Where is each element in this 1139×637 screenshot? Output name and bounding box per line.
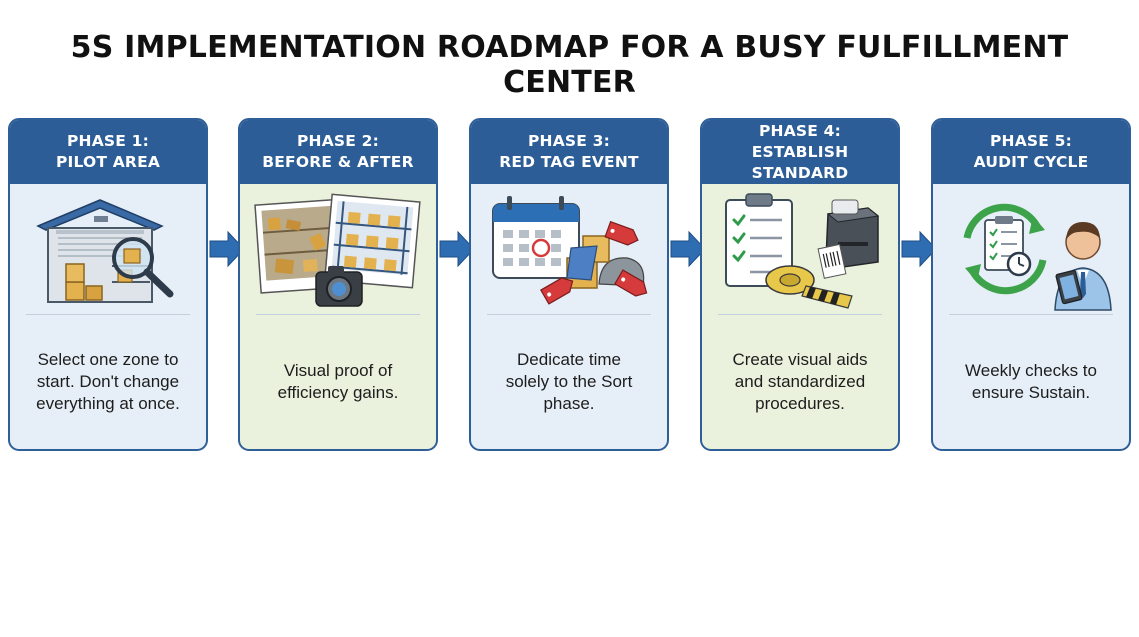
phase-name-5: AUDIT CYCLE [973, 153, 1089, 171]
phase-3-line-2: solely to the Sort [505, 371, 633, 391]
phase-2-line-1: Visual proof of [283, 360, 393, 380]
phase-header-3: PHASE 3: RED TAG EVENT [471, 120, 667, 184]
phase-4-line-1: Create visual aids [732, 349, 868, 369]
phase-name-1: PILOT AREA [55, 153, 161, 171]
phase-3-line-3: phase. [543, 393, 595, 413]
phase-4-line-2: and standardized [734, 371, 866, 391]
phase-header-5: PHASE 5: AUDIT CYCLE [933, 120, 1129, 184]
phase-card-3: PHASE 3: RED TAG EVENT [469, 118, 669, 451]
phase-5-line-2: ensure Sustain. [971, 382, 1091, 402]
phase-description-4: Create visual aids and standardized proc… [708, 320, 892, 443]
phase-description-5: Weekly checks to ensure Sustain. [939, 320, 1123, 443]
phase-2-line-2: efficiency gains. [277, 382, 399, 402]
calendar-red-tags-icon [492, 196, 648, 305]
phase-header-1: PHASE 1: PILOT AREA [10, 120, 206, 184]
arrow-right-icon [439, 230, 475, 268]
phase-1-line-1: Select one zone to [37, 349, 179, 369]
arrow-right-icon [209, 230, 245, 268]
phase-3-line-1: Dedicate time [517, 349, 621, 369]
checklist-tape-label-printer-icon [725, 193, 880, 309]
phase-1-line-2: start. Don't change [36, 371, 180, 391]
phase-header-4: PHASE 4: ESTABLISH STANDARD [702, 120, 898, 184]
phase-5-line-1: Weekly checks to [965, 360, 1097, 380]
phase-label-2: PHASE 2: [296, 132, 380, 150]
before-after-photos-camera-icon [254, 193, 421, 307]
arrow-right-icon [670, 230, 706, 268]
phase-card-5: PHASE 5: AUDIT CYCLE Weekly checks to en… [931, 118, 1131, 451]
page-title: 5S IMPLEMENTATION ROADMAP FOR A BUSY FUL… [70, 30, 1069, 100]
card-divider [487, 314, 651, 315]
phase-card-4: PHASE 4: ESTABLISH STANDARD [700, 118, 900, 451]
phase-card-2: PHASE 2: BEFORE & AFTER [238, 118, 438, 451]
audit-cycle-inspector-icon [963, 203, 1112, 311]
warehouse-magnifier-icon [36, 199, 174, 303]
card-divider [949, 314, 1113, 315]
phase-description-2: Visual proof of efficiency gains. [246, 320, 430, 443]
phase-label-4: PHASE 4: [758, 121, 842, 140]
phase-name-2: BEFORE & AFTER [262, 153, 414, 171]
phase-1-line-3: everything at once. [36, 393, 180, 413]
card-divider [26, 314, 190, 315]
phase-card-1: PHASE 1: PILOT AREA Select one zone to s… [8, 118, 208, 451]
phase-description-1: Select one zone to start. Don't change e… [16, 320, 200, 443]
phase-name-4: ESTABLISH STANDARD [751, 142, 849, 182]
arrow-right-icon [901, 230, 937, 268]
phase-name-3: RED TAG EVENT [499, 153, 639, 171]
phase-4-line-3: procedures. [755, 393, 845, 413]
phase-description-3: Dedicate time solely to the Sort phase. [477, 320, 661, 443]
card-divider [256, 314, 420, 315]
phase-header-2: PHASE 2: BEFORE & AFTER [240, 120, 436, 184]
phase-label-5: PHASE 5: [989, 132, 1073, 150]
phase-label-1: PHASE 1: [66, 132, 150, 150]
card-divider [718, 314, 882, 315]
phase-label-3: PHASE 3: [527, 132, 611, 150]
